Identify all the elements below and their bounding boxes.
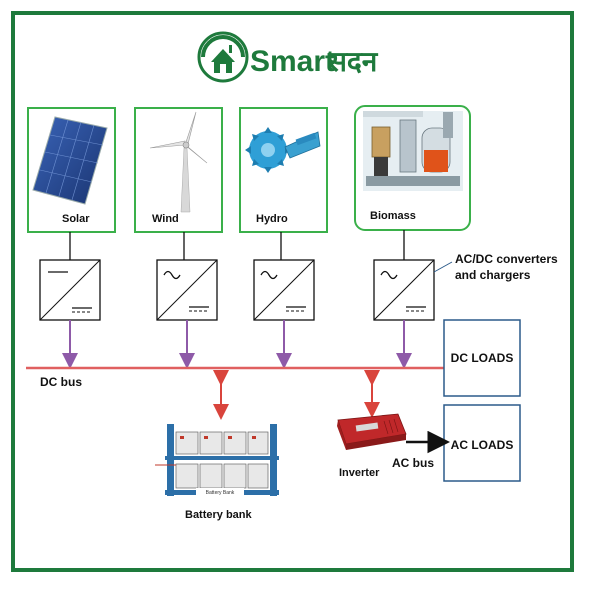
source-hydro: Hydro	[239, 107, 328, 233]
solar-panel-icon	[32, 116, 108, 205]
source-solar: Solar	[27, 107, 116, 233]
converter-acdc-wind	[156, 259, 218, 321]
converter-dcdc	[39, 259, 101, 321]
converter-acdc-hydro	[253, 259, 315, 321]
inverter-icon	[337, 413, 407, 450]
battery-bank-icon: Battery Bank	[155, 424, 279, 496]
converters-label-line2: and chargers	[455, 268, 531, 282]
source-label: Hydro	[256, 213, 288, 225]
battery-bank-label: Battery bank	[185, 509, 253, 521]
dc-loads-box: DC LOADS	[443, 319, 521, 397]
outer-frame	[11, 11, 574, 572]
dc-loads-label: DC LOADS	[451, 351, 514, 365]
ac-bus-label: AC bus	[392, 456, 434, 470]
battery-plate-text: Battery Bank	[206, 490, 235, 496]
source-label: Wind	[152, 213, 179, 225]
biomass-plant-icon	[363, 111, 463, 191]
ac-loads-label: AC LOADS	[451, 438, 514, 452]
converters-label-line1: AC/DC converters	[455, 252, 558, 266]
wind-turbine-icon	[149, 111, 208, 213]
source-label: Biomass	[370, 210, 416, 222]
brand-name-latin: Smart	[250, 45, 335, 78]
source-connectors	[69, 230, 405, 260]
converter-acdc-biomass	[373, 259, 435, 321]
source-wind: Wind	[134, 107, 223, 233]
source-biomass: Biomass	[354, 105, 471, 231]
converter-label-pointer	[433, 261, 453, 273]
converter-to-bus-arrows	[62, 320, 412, 369]
hydro-turbine-icon	[245, 127, 321, 173]
home-leaf-icon	[197, 31, 249, 83]
logo: Smart सदन	[197, 31, 379, 83]
brand-name-devanagari: सदन	[327, 45, 379, 78]
ac-loads-box: AC LOADS	[443, 404, 521, 482]
dc-bus-label: DC bus	[40, 375, 82, 389]
inverter-label: Inverter	[339, 467, 380, 479]
source-label: Solar	[62, 213, 90, 225]
